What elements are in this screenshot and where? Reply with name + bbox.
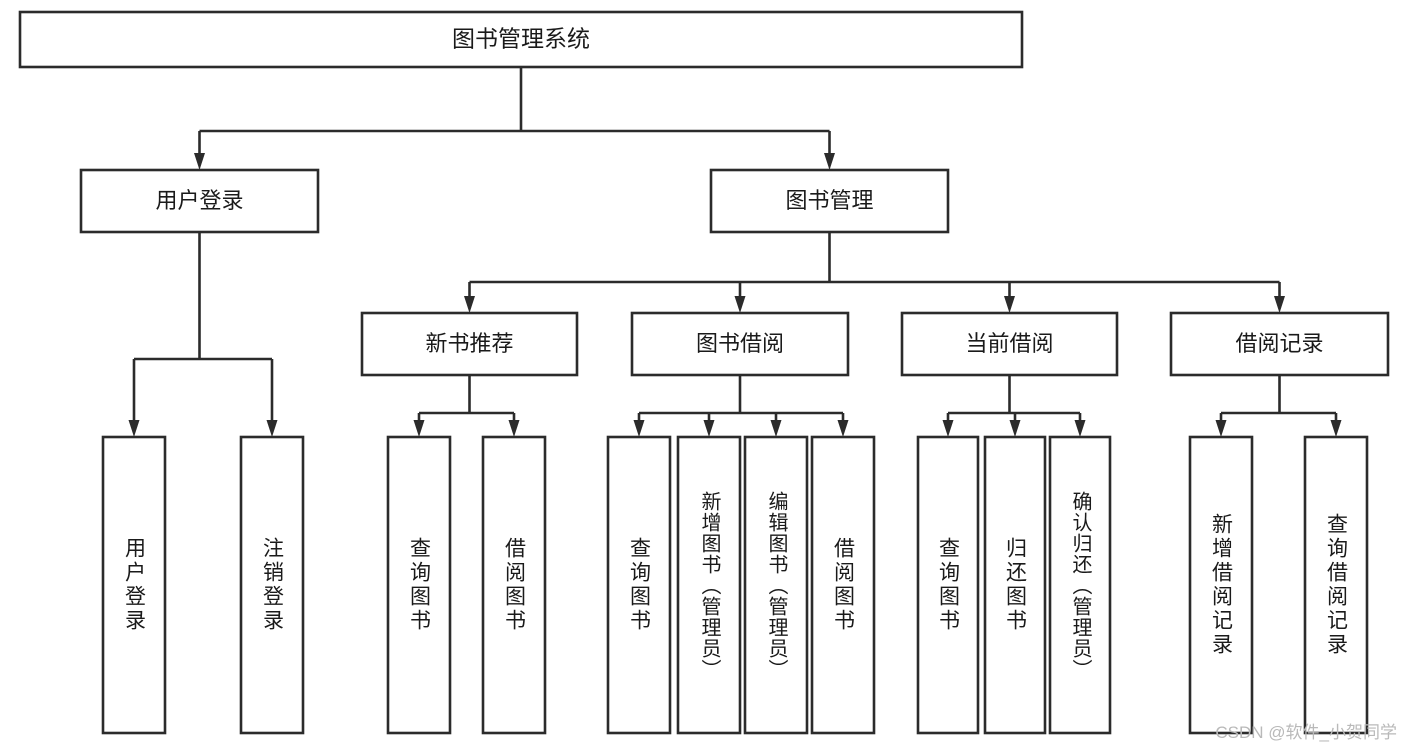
node-box xyxy=(1169,311,1390,377)
arrow-head-icon xyxy=(508,420,520,437)
node-label: 借阅记录 xyxy=(1235,331,1323,356)
edge-group-book-manage xyxy=(464,232,1285,313)
node-box xyxy=(79,168,320,234)
arrow-head-icon xyxy=(128,420,140,437)
node-box xyxy=(630,311,850,377)
watermark: CSDN @软件_小贺同学 xyxy=(1215,723,1397,742)
node-box xyxy=(709,168,950,234)
arrow-head-icon xyxy=(194,153,205,170)
arrow-head-icon xyxy=(942,420,954,437)
node-label: 图书管理系统 xyxy=(452,26,590,52)
node-leaf-query-book-1[interactable] xyxy=(386,435,452,735)
node-box xyxy=(101,435,167,735)
edge-group-current-borrow xyxy=(942,375,1086,437)
node-leaf-add-book[interactable] xyxy=(676,435,742,735)
node-label: 图书借阅 xyxy=(696,331,784,356)
arrow-head-icon xyxy=(266,420,278,437)
edge-group-new-book-recommend xyxy=(413,375,520,437)
node-leaf-add-record[interactable] xyxy=(1188,435,1254,735)
edge-group-root xyxy=(194,67,835,170)
edge-group-book-borrow xyxy=(633,375,849,437)
arrow-head-icon xyxy=(464,296,475,313)
arrow-head-icon xyxy=(413,420,425,437)
node-box xyxy=(983,435,1047,735)
node-box xyxy=(1048,435,1112,735)
node-box xyxy=(1303,435,1369,735)
node-leaf-confirm-return[interactable] xyxy=(1048,435,1112,735)
arrow-head-icon xyxy=(703,420,715,437)
node-box xyxy=(386,435,452,735)
node-box xyxy=(743,435,809,735)
node-leaf-query-book-3[interactable] xyxy=(916,435,980,735)
arrow-head-icon xyxy=(824,153,835,170)
node-leaf-borrow-book-1[interactable] xyxy=(481,435,547,735)
node-box xyxy=(810,435,876,735)
node-box xyxy=(676,435,742,735)
node-label: 当前借阅 xyxy=(965,331,1053,356)
node-box xyxy=(1188,435,1254,735)
node-label: 新书推荐 xyxy=(425,331,513,356)
node-box xyxy=(481,435,547,735)
node-book-borrow[interactable]: 图书借阅 xyxy=(630,311,850,377)
arrow-head-icon xyxy=(1009,420,1021,437)
arrow-head-icon xyxy=(1074,420,1086,437)
arrow-head-icon xyxy=(770,420,782,437)
node-root[interactable]: 图书管理系统 xyxy=(18,10,1024,69)
node-label: 用户登录 xyxy=(155,188,243,213)
arrow-head-icon xyxy=(1004,296,1015,313)
node-borrow-record[interactable]: 借阅记录 xyxy=(1169,311,1390,377)
arrow-head-icon xyxy=(633,420,645,437)
arrow-head-icon xyxy=(1274,296,1285,313)
node-box xyxy=(360,311,579,377)
node-leaf-borrow-book-2[interactable] xyxy=(810,435,876,735)
node-box xyxy=(916,435,980,735)
node-box xyxy=(606,435,672,735)
node-leaf-query-book-2[interactable] xyxy=(606,435,672,735)
connector-layer xyxy=(128,67,1342,437)
node-current-borrow[interactable]: 当前借阅 xyxy=(900,311,1119,377)
node-book-manage[interactable]: 图书管理 xyxy=(709,168,950,234)
node-new-book-recommend[interactable]: 新书推荐 xyxy=(360,311,579,377)
node-leaf-edit-book[interactable] xyxy=(743,435,809,735)
arrow-head-icon xyxy=(734,296,746,313)
arrow-head-icon xyxy=(837,420,849,437)
node-leaf-logout[interactable] xyxy=(239,435,305,735)
node-label: 图书管理 xyxy=(785,188,873,213)
node-user-login[interactable]: 用户登录 xyxy=(79,168,320,234)
arrow-head-icon xyxy=(1215,420,1227,437)
node-leaf-user-login[interactable] xyxy=(101,435,167,735)
edge-group-borrow-record xyxy=(1215,375,1342,437)
node-leaf-query-record[interactable] xyxy=(1303,435,1369,735)
node-box xyxy=(239,435,305,735)
node-box xyxy=(900,311,1119,377)
arrow-head-icon xyxy=(1330,420,1342,437)
node-box xyxy=(18,10,1024,69)
node-leaf-return-book[interactable] xyxy=(983,435,1047,735)
edge-group-user-login xyxy=(128,232,278,437)
